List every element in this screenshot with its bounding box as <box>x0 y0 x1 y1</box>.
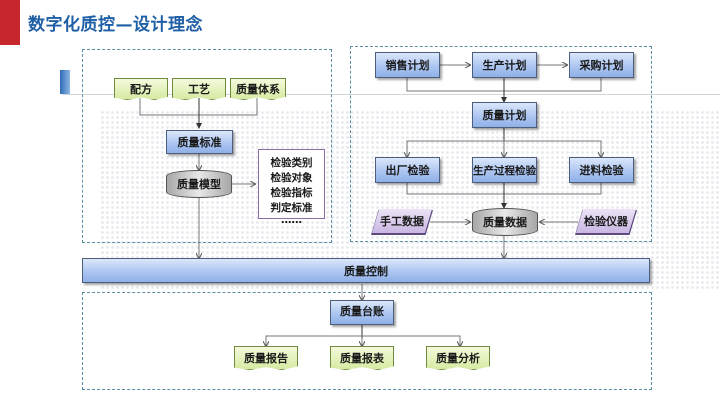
attr-ellipsis: …… <box>281 214 302 226</box>
manual-data-node: 手工数据 <box>372 209 432 233</box>
sales-plan-node: 销售计划 <box>375 52 440 78</box>
input-recipe: 配方 <box>114 78 168 100</box>
quality-control-bar: 质量控制 <box>82 258 650 283</box>
bottom-panel <box>82 292 652 390</box>
divider-line <box>62 94 720 95</box>
attr-inspection-object: 检验对象 <box>270 172 313 184</box>
quality-analysis-node: 质量分析 <box>426 346 490 370</box>
purchase-plan-node: 采购计划 <box>569 52 634 78</box>
input-process: 工艺 <box>172 78 226 100</box>
attr-inspection-indicator: 检验指标 <box>270 187 313 199</box>
attr-judgment-standard: 判定标准 <box>270 202 313 214</box>
incoming-inspection-node: 进料检验 <box>569 157 634 183</box>
quality-statement-node: 质量报表 <box>330 346 394 370</box>
quality-data-db: 质量数据 <box>472 208 538 236</box>
attr-inspection-category: 检验类别 <box>270 157 313 169</box>
production-plan-node: 生产计划 <box>472 52 537 78</box>
accent-bar <box>0 0 20 45</box>
model-attributes-box: 检验类别 检验对象 检验指标 判定标准 …… <box>258 149 325 225</box>
right-panel <box>350 46 652 242</box>
inspection-instrument-node: 检验仪器 <box>576 209 636 233</box>
page-title: 数字化质控—设计理念 <box>28 15 203 35</box>
quality-model-db: 质量模型 <box>166 170 232 198</box>
quality-report-node: 质量报告 <box>234 346 298 370</box>
left-panel <box>82 49 332 243</box>
section-marker <box>60 70 70 94</box>
quality-plan-node: 质量计划 <box>472 102 537 128</box>
input-quality-system: 质量体系 <box>230 78 286 100</box>
process-inspection-node: 生产过程检验 <box>472 157 537 183</box>
quality-ledger-node: 质量台账 <box>330 300 394 325</box>
quality-standard-node: 质量标准 <box>166 130 233 154</box>
outgoing-inspection-node: 出厂检验 <box>375 157 440 183</box>
